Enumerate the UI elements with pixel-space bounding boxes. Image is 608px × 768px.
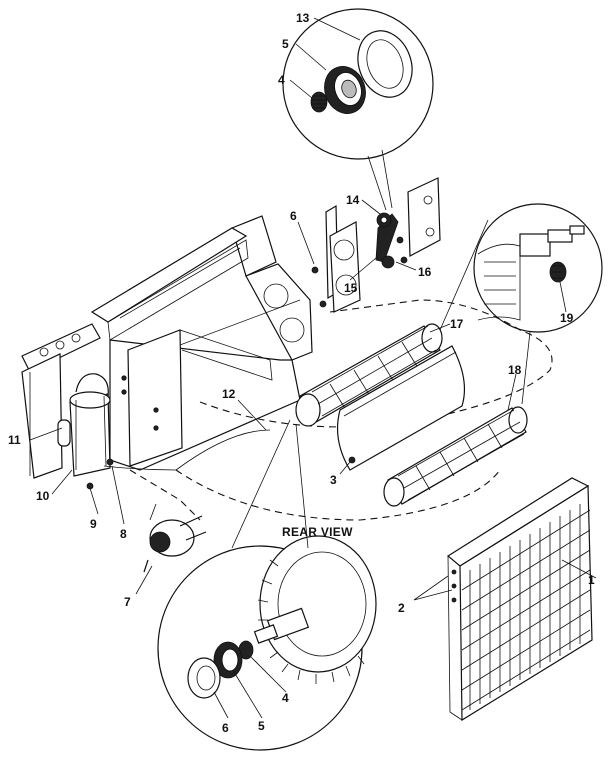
callout-15: 15 — [344, 281, 358, 295]
blower-wheel-lower — [383, 406, 528, 507]
fan-motor — [143, 503, 207, 573]
callout-11: 11 — [8, 433, 21, 447]
callout-4-top: 4 — [278, 73, 285, 87]
callout-1: 1 — [588, 573, 595, 587]
rear-view-detail-circle — [157, 535, 377, 751]
callout-5-rear: 5 — [258, 719, 265, 733]
bearing-bracket-assembly — [375, 177, 441, 269]
callout-16: 16 — [418, 265, 432, 279]
callout-14: 14 — [346, 193, 360, 207]
callout-2: 2 — [398, 601, 405, 615]
callout-3: 3 — [330, 473, 337, 487]
callout-17: 17 — [450, 317, 464, 331]
callout-9: 9 — [90, 517, 97, 531]
callout-8: 8 — [120, 527, 127, 541]
top-detail-circle — [282, 8, 434, 160]
leader-lines — [29, 17, 597, 719]
blower-scroll-panel — [311, 204, 361, 313]
baffle-sheet — [336, 345, 466, 471]
callout-10: 10 — [36, 489, 50, 503]
shaft-detail-circle — [473, 203, 603, 333]
callout-18: 18 — [508, 363, 522, 377]
callout-12: 12 — [222, 387, 236, 401]
callout-13: 13 — [296, 11, 310, 25]
callout-5-top: 5 — [282, 37, 289, 51]
callout-6-top: 6 — [290, 209, 297, 223]
callout-7: 7 — [124, 595, 131, 609]
callout-19: 19 — [560, 311, 574, 325]
compressor-assembly — [57, 373, 114, 490]
callout-labels: 13 5 4 6 14 16 15 17 19 18 12 11 10 9 8 … — [8, 11, 595, 735]
callout-4-rear: 4 — [282, 691, 289, 705]
callout-6-rear: 6 — [222, 721, 229, 735]
evaporator-coil — [446, 477, 593, 722]
chassis-base — [21, 215, 313, 479]
rear-view-caption: REAR VIEW — [282, 525, 353, 539]
blower-wheel-upper — [295, 323, 443, 427]
